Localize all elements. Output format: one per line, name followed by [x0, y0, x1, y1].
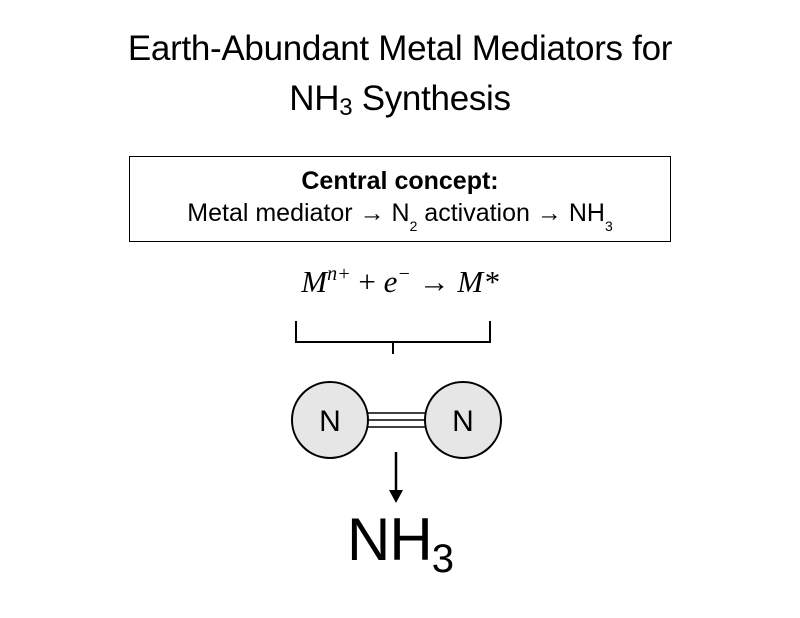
nitrogen-atom-right [424, 381, 502, 459]
concept-nh: NH [561, 199, 605, 227]
title-synthesis: Synthesis [352, 79, 511, 118]
atom-label-left: N [319, 405, 341, 438]
equation-metal-ion: M [301, 264, 328, 299]
title-nh-subscript: 3 [339, 94, 353, 121]
nitrogen-atom-left [291, 381, 369, 459]
concept-activation: activation [417, 199, 537, 227]
bracket [295, 321, 491, 343]
title-line-2: NH3 Synthesis [0, 74, 800, 124]
concept-metal-mediator: Metal mediator [187, 199, 360, 227]
reduction-equation: Mn+ + e− → M* [0, 262, 800, 302]
triple-bond [368, 412, 426, 428]
diagram-title: Earth-Abundant Metal Mediators for NH3 S… [0, 24, 800, 124]
equation-charge: n+ [327, 263, 351, 285]
equation-reduced-metal: M* [457, 264, 499, 299]
equation-arrow: → [410, 264, 458, 299]
title-nh: NH [289, 79, 340, 118]
product-ammonia: NH3 [0, 505, 800, 579]
concept-flow: Metal mediator → N2 activation → NH3 [130, 196, 670, 233]
equation-electron: e [383, 264, 398, 299]
title-line-1: Earth-Abundant Metal Mediators for [127, 29, 673, 68]
concept-n: N [384, 199, 410, 227]
concept-nh-subscript: 3 [604, 218, 613, 234]
central-concept-box: Central concept: Metal mediator → N2 act… [129, 156, 671, 242]
concept-n-subscript: 2 [409, 218, 418, 234]
product-subscript: 3 [431, 537, 454, 581]
product-nh: NH [347, 506, 433, 573]
concept-heading: Central concept: [301, 167, 499, 195]
equation-electron-charge: − [397, 263, 411, 285]
concept-arrow-2: → [536, 199, 562, 227]
concept-arrow-1: → [359, 199, 385, 227]
reaction-arrow-head [389, 490, 403, 503]
equation-plus: + [350, 264, 384, 299]
atom-label-right: N [452, 405, 474, 438]
